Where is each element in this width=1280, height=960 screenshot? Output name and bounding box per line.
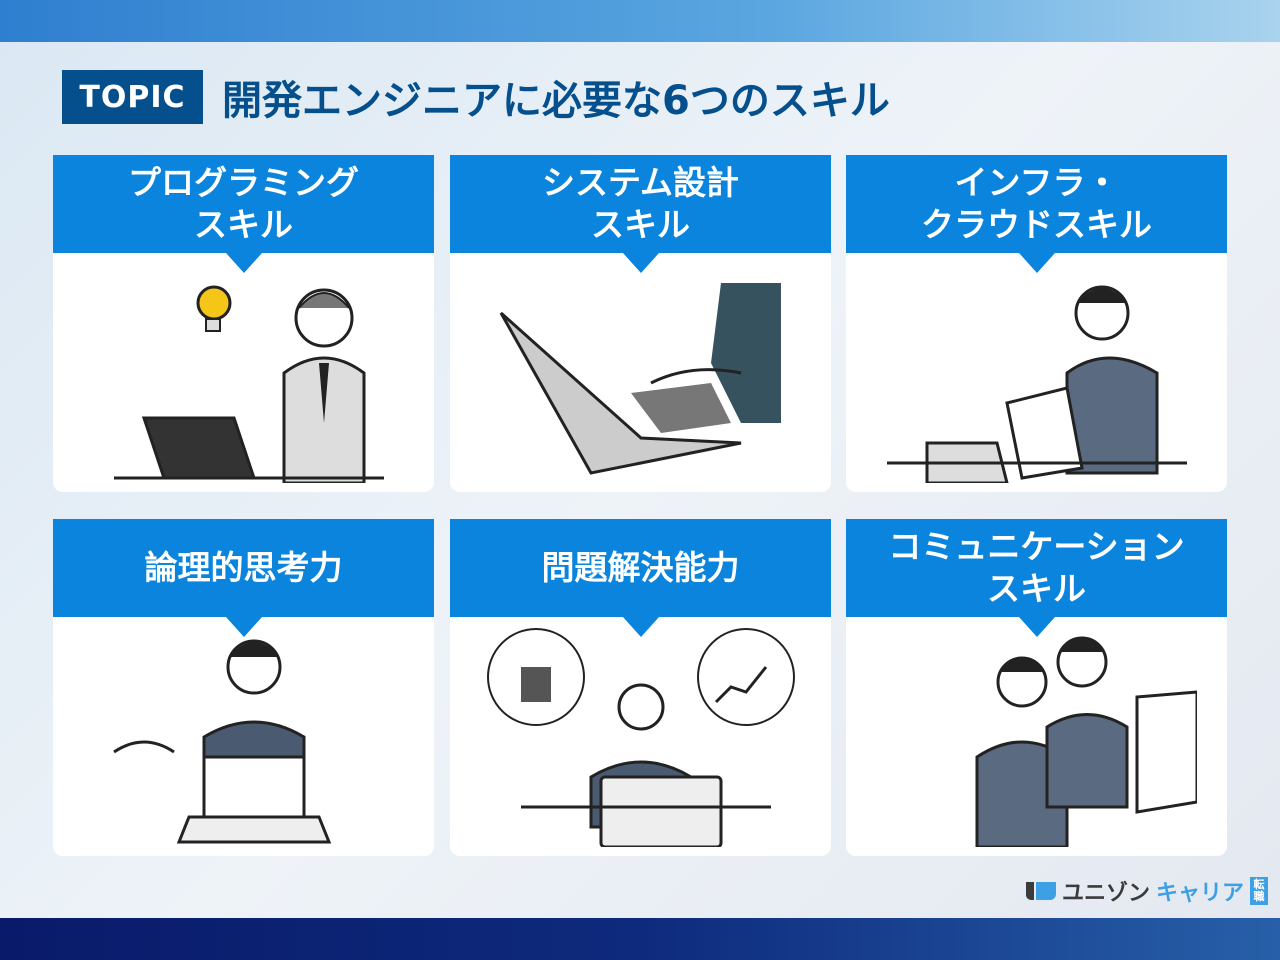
skill-card: プログラミングスキル xyxy=(53,155,434,492)
skill-card-header: インフラ・クラウドスキル xyxy=(846,155,1227,273)
brand-logo: ユニゾン キャリア 転職 xyxy=(1026,875,1269,907)
person-thinking-charts-illustration xyxy=(450,617,831,856)
person-with-laptop-lightbulb-illustration xyxy=(53,253,434,492)
top-band xyxy=(0,0,1280,42)
logo-text-2: キャリア xyxy=(1156,881,1245,906)
logo-badge: 転職 xyxy=(1250,877,1269,905)
skill-title-line1: システム設計 xyxy=(541,163,739,202)
skill-card: インフラ・クラウドスキル xyxy=(846,155,1227,492)
skill-title-line1: 問題解決能力 xyxy=(541,548,740,587)
skill-title-line1: インフラ・ xyxy=(954,163,1119,202)
person-reading-documents-illustration xyxy=(846,253,1227,492)
logo-text-1: ユニゾン xyxy=(1062,881,1151,906)
skill-title-line2: スキル xyxy=(987,569,1086,608)
skill-card: 問題解決能力 xyxy=(450,519,831,856)
skill-card-header: 論理的思考力 xyxy=(53,519,434,637)
skill-card-header: 問題解決能力 xyxy=(450,519,831,637)
skill-title-line2: クラウドスキル xyxy=(921,205,1152,244)
bottom-band xyxy=(0,918,1280,960)
skill-card-header: システム設計スキル xyxy=(450,155,831,273)
skill-card: コミュニケーションスキル xyxy=(846,519,1227,856)
skill-card: 論理的思考力 xyxy=(53,519,434,856)
logo-mark-icon xyxy=(1026,882,1056,900)
skill-card: システム設計スキル xyxy=(450,155,831,492)
skill-title-line2: スキル xyxy=(591,205,690,244)
skill-card-header: コミュニケーションスキル xyxy=(846,519,1227,637)
skill-title-line1: 論理的思考力 xyxy=(144,548,343,587)
skill-card-header: プログラミングスキル xyxy=(53,155,434,273)
skill-title-line2: スキル xyxy=(194,205,293,244)
skill-title-line1: プログラミング xyxy=(128,163,359,202)
person-presenting-laptop-illustration xyxy=(53,617,434,856)
skill-title-line1: コミュニケーション xyxy=(888,527,1185,566)
hands-typing-laptop-illustration xyxy=(450,253,831,492)
topic-badge: TOPIC xyxy=(62,70,203,124)
two-people-at-monitor-illustration xyxy=(846,617,1227,856)
page-title: 開発エンジニアに必要な6つのスキル xyxy=(222,78,890,124)
